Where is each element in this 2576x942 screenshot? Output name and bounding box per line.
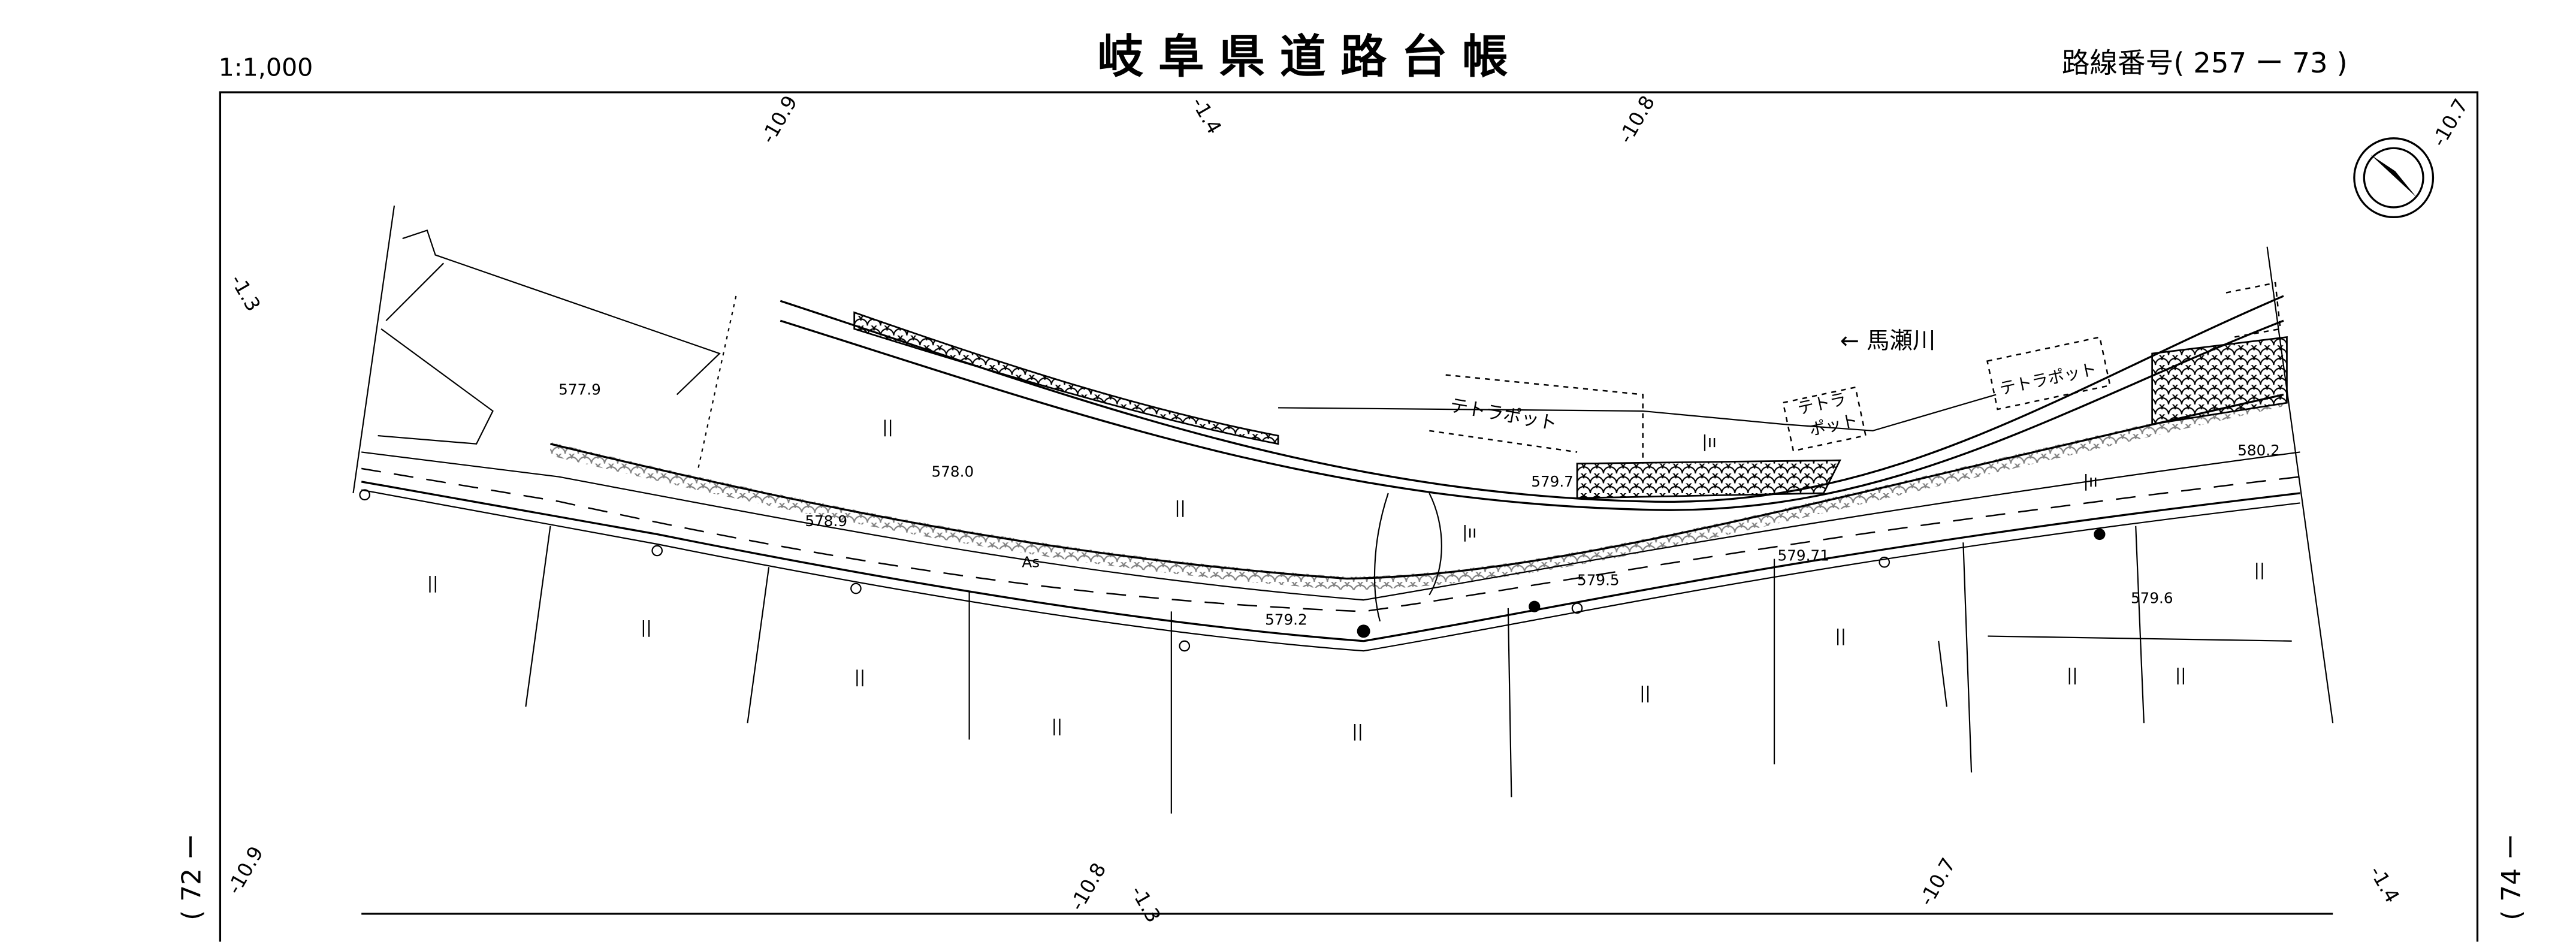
field-symbols: || || || || || || || || || || || || |ıı |ıı |ıı bbox=[427, 418, 2265, 741]
river-name: ← 馬瀬川 bbox=[1840, 328, 1935, 355]
elevation: 577.9 bbox=[558, 381, 601, 398]
river-bank-upper bbox=[780, 295, 2284, 503]
utility-poles bbox=[359, 489, 2106, 652]
elevation: 579.2 bbox=[1265, 611, 1307, 628]
station-mark: -10.9 bbox=[222, 843, 268, 898]
station-mark: -10.9 bbox=[756, 92, 802, 147]
north-arrow-icon bbox=[2353, 137, 2435, 219]
boundary-line bbox=[697, 295, 737, 469]
svg-text:||: || bbox=[882, 418, 893, 437]
station-mark: -1.4 bbox=[2365, 862, 2405, 907]
water-edge bbox=[1278, 394, 1997, 431]
pavement-label: As bbox=[1022, 553, 1040, 570]
svg-text:|ıı: |ıı bbox=[1462, 523, 1476, 542]
station-mark: -1.3 bbox=[226, 270, 265, 315]
road-edge-line bbox=[361, 451, 2300, 601]
tetrapod-area bbox=[1986, 336, 2111, 410]
building-outline bbox=[378, 229, 721, 445]
tetrapod-label: テトラポット bbox=[1998, 360, 2098, 399]
river-bank-lower bbox=[780, 319, 2284, 511]
lot-lines bbox=[352, 206, 2334, 814]
elevation: 578.9 bbox=[805, 512, 847, 530]
svg-text:||: || bbox=[2254, 561, 2265, 579]
driveway bbox=[1429, 493, 1442, 596]
svg-text:||: || bbox=[1639, 684, 1650, 703]
right-adjacent-sheet: ( 74 ー bbox=[2496, 834, 2527, 920]
station-mark: -1.3 bbox=[1126, 881, 1165, 926]
station-mark: -10.7 bbox=[2427, 95, 2472, 150]
road-edge-south-outer bbox=[361, 489, 2300, 652]
svg-text:|ıı: |ıı bbox=[1702, 433, 1716, 451]
elevation: 579.6 bbox=[2131, 590, 2173, 607]
svg-text:|ıı: |ıı bbox=[2083, 472, 2097, 491]
svg-text:||: || bbox=[854, 668, 865, 686]
station-mark: -10.7 bbox=[1914, 854, 1960, 910]
svg-text:||: || bbox=[1174, 499, 1185, 517]
road-centerline bbox=[361, 467, 2300, 612]
elevation: 579.5 bbox=[1577, 572, 1620, 589]
tetrapod-area bbox=[1782, 386, 1867, 452]
svg-text:||: || bbox=[427, 574, 438, 593]
road-edge-south bbox=[361, 481, 2300, 642]
elevation: 580.2 bbox=[2237, 442, 2280, 459]
sheet-title: 岐阜県道路台帳 bbox=[1097, 31, 1523, 84]
tetrapod-label: テトラポット bbox=[1448, 395, 1559, 434]
station-mark: -1.4 bbox=[1187, 93, 1227, 138]
left-adjacent-sheet: ( 72 ー bbox=[176, 834, 207, 920]
riprap-hatch bbox=[1576, 459, 1841, 499]
svg-text:||: || bbox=[2067, 666, 2077, 685]
svg-text:||: || bbox=[641, 618, 651, 637]
map-frame bbox=[219, 91, 2479, 942]
slope-hatch bbox=[548, 393, 2285, 590]
station-mark: -10.8 bbox=[1065, 859, 1110, 914]
riprap-hatch bbox=[853, 311, 1279, 445]
road-edge-river-side bbox=[550, 393, 2284, 580]
route-number: 路線番号( 257 ー 73 ) bbox=[2062, 47, 2348, 79]
elevation: 579.71 bbox=[1778, 547, 1829, 564]
driveway bbox=[1373, 493, 1389, 622]
tetrapod-label: ポット bbox=[1807, 411, 1859, 439]
svg-text:||: || bbox=[1352, 722, 1363, 741]
elevation: 578.0 bbox=[932, 463, 974, 481]
svg-text:||: || bbox=[1052, 717, 1062, 736]
svg-text:||: || bbox=[1835, 627, 1846, 645]
scale-label: 1:1,000 bbox=[219, 53, 313, 82]
tetrapod-area bbox=[1429, 374, 1644, 464]
station-mark: -10.8 bbox=[1614, 92, 1659, 147]
svg-text:||: || bbox=[2175, 666, 2186, 685]
elevation: 579.7 bbox=[1531, 473, 1574, 490]
tetrapod-area bbox=[2225, 282, 2281, 338]
